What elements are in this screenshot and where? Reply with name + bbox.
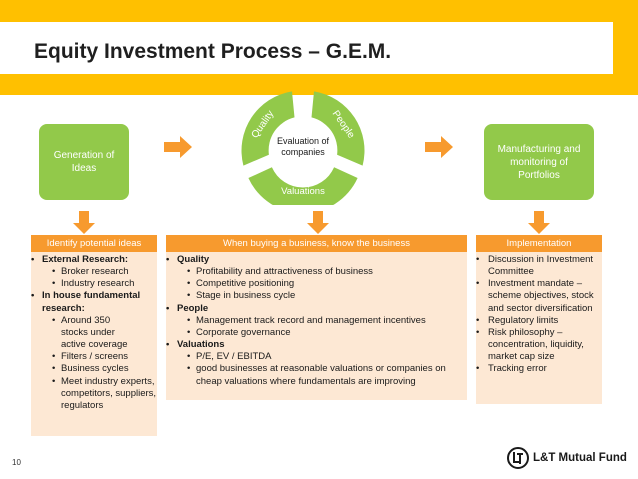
list-item: good businesses at reasonable valuations… <box>166 363 467 387</box>
list-item: Meet industry experts, competitors, supp… <box>31 376 157 412</box>
right-arrow-icon <box>164 136 192 158</box>
page-number: 10 <box>12 458 21 467</box>
bullet-list: Discussion in Investment Committee Inves… <box>476 254 602 376</box>
generation-box: Generation of Ideas <box>39 124 129 200</box>
column-header: When buying a business, know the busines… <box>166 235 467 252</box>
bullet-list: External Research: Broker research Indus… <box>31 254 157 412</box>
lt-logo-icon <box>507 447 529 469</box>
right-arrow-icon <box>425 136 453 158</box>
list-item: Around 350 stocks under active coverage <box>31 315 157 351</box>
list-item: Profitability and attractiveness of busi… <box>166 266 467 278</box>
list-item: Filters / screens <box>31 351 157 363</box>
list-item: Management track record and management i… <box>166 315 467 327</box>
list-item: In house fundamental research: <box>31 290 157 314</box>
company-logo: L&T Mutual Fund <box>507 447 627 469</box>
bullet-list: Quality Profitability and attractiveness… <box>166 254 467 388</box>
down-arrow-icon <box>307 211 329 234</box>
list-item: Regulatory limits <box>476 315 602 327</box>
list-item: Discussion in Investment Committee <box>476 254 602 278</box>
list-item: Industry research <box>31 278 157 290</box>
list-item: Competitive positioning <box>166 278 467 290</box>
list-item: Stage in business cycle <box>166 290 467 302</box>
list-item: Risk philosophy – concentration, liquidi… <box>476 327 602 363</box>
evaluation-ring: Quality People Valuations <box>241 91 365 205</box>
center-label: Evaluation of companies <box>276 136 330 157</box>
title-box <box>0 22 613 74</box>
column-header: Implementation <box>476 235 602 252</box>
ring-segment-people <box>311 91 365 166</box>
list-item: Broker research <box>31 266 157 278</box>
list-item: Corporate governance <box>166 327 467 339</box>
manufacturing-label: Manufacturing and monitoring of Portfoli… <box>497 143 581 181</box>
ring-segment-quality <box>241 91 295 166</box>
list-item: Quality <box>166 254 467 266</box>
slide-title: Equity Investment Process – G.E.M. <box>34 40 392 63</box>
ring-segment-valuations <box>248 167 358 205</box>
list-item: People <box>166 303 467 315</box>
down-arrow-icon <box>528 211 550 234</box>
segment-label-valuations: Valuations <box>281 186 325 197</box>
column-header: Identify potential ideas <box>31 235 157 252</box>
list-item: Business cycles <box>31 363 157 375</box>
manufacturing-box: Manufacturing and monitoring of Portfoli… <box>484 124 594 200</box>
list-item: External Research: <box>31 254 157 266</box>
generation-label: Generation of Ideas <box>53 150 115 174</box>
list-item: Tracking error <box>476 363 602 375</box>
list-item: P/E, EV / EBITDA <box>166 351 467 363</box>
down-arrow-icon <box>73 211 95 234</box>
list-item: Investment mandate – scheme objectives, … <box>476 278 602 314</box>
logo-text: L&T Mutual Fund <box>533 452 627 464</box>
column-body: External Research: Broker research Indus… <box>31 252 157 436</box>
column-body: Quality Profitability and attractiveness… <box>166 252 467 400</box>
column-body: Discussion in Investment Committee Inves… <box>476 252 602 404</box>
list-item: Valuations <box>166 339 467 351</box>
